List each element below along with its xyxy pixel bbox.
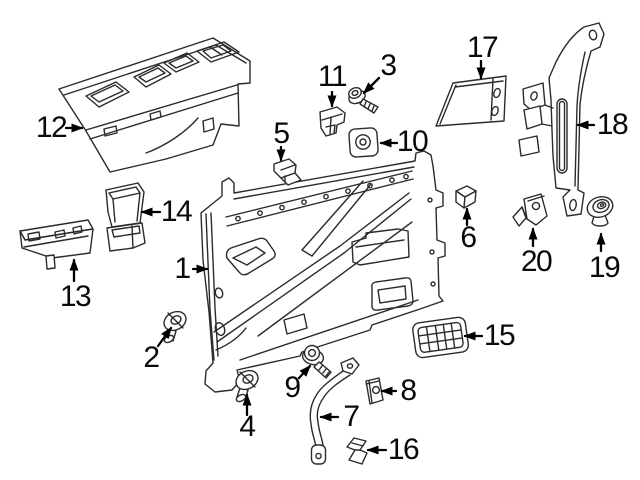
part-10-grommet-drawing — [348, 127, 379, 158]
callout-label-20: 20 — [520, 245, 553, 278]
part-14-cup-holder-insert-drawing — [105, 182, 146, 252]
part-2-push-pin-drawing — [163, 310, 187, 344]
callout-label-2: 2 — [143, 341, 160, 374]
part-1-quarter-trim-panel-drawing — [200, 150, 446, 393]
callout-label-17: 17 — [466, 31, 499, 64]
callout-label-13: 13 — [59, 280, 92, 313]
callout-label-3: 3 — [380, 49, 397, 82]
callout-arrow-2 — [156, 326, 173, 348]
callout-label-19: 19 — [588, 251, 621, 284]
part-15-vent-grille-drawing — [412, 316, 470, 359]
callout-arrow-9 — [297, 364, 312, 380]
callout-label-1: 1 — [174, 252, 191, 285]
callout-label-16: 16 — [387, 433, 420, 466]
callout-label-14: 14 — [160, 195, 193, 228]
part-6-clip-drawing — [455, 185, 477, 209]
part-18-support-bracket-drawing — [518, 22, 605, 217]
callout-label-10: 10 — [396, 125, 429, 158]
part-12-upper-trim-panel-drawing — [58, 37, 251, 173]
part-20-clip-drawing — [512, 193, 548, 227]
callout-label-5: 5 — [273, 117, 290, 150]
callout-label-7: 7 — [343, 400, 360, 433]
part-5-clip-drawing — [273, 158, 302, 186]
part-9-bolt-drawing — [301, 344, 332, 379]
part-3-bolt-drawing — [348, 87, 379, 114]
callout-arrows — [64, 59, 606, 455]
part-7-support-rod-drawing — [309, 357, 360, 465]
part-11-clip-drawing — [319, 106, 346, 137]
callout-label-8: 8 — [400, 374, 417, 407]
callout-label-6: 6 — [460, 221, 477, 254]
callout-label-11: 11 — [317, 60, 348, 93]
callout-label-9: 9 — [284, 371, 301, 404]
part-8-bracket-block-drawing — [365, 377, 384, 405]
part-19-push-pin-drawing — [586, 195, 614, 227]
part-16-clip-drawing — [346, 437, 368, 465]
part-17-filler-panel-drawing — [435, 75, 507, 127]
part-13-switch-bezel-drawing — [19, 219, 94, 270]
callout-arrow-3 — [362, 76, 381, 95]
callout-label-12: 12 — [35, 111, 68, 144]
callout-label-4: 4 — [239, 410, 256, 443]
callout-label-18: 18 — [596, 108, 629, 141]
callout-label-15: 15 — [483, 319, 516, 352]
